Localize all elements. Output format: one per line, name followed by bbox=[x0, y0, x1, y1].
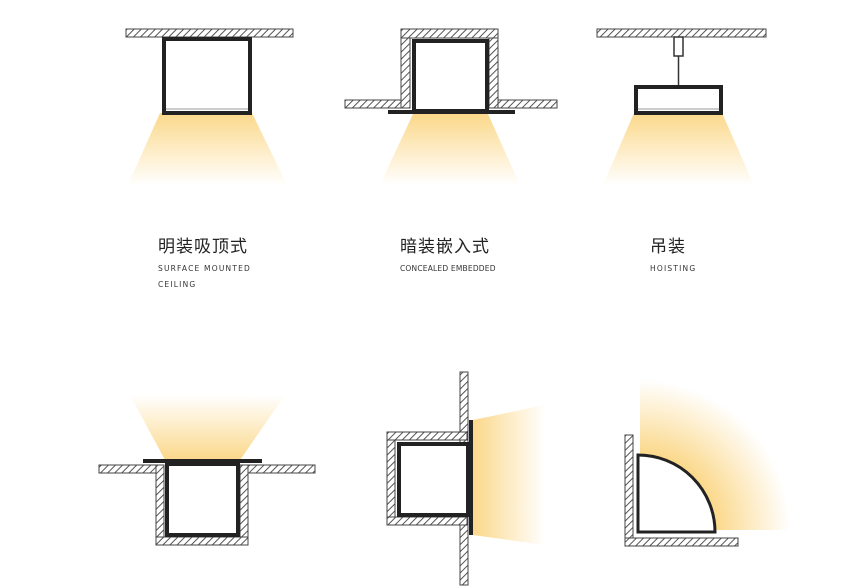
diagram-concealed-embedded bbox=[344, 28, 558, 185]
light-beam bbox=[128, 113, 287, 185]
method-concealed-embedded: 暗装嵌入式 CONCEALED EMBEDDED bbox=[400, 232, 496, 277]
light-beam bbox=[603, 113, 754, 185]
method-title: 明装吸顶式 bbox=[158, 237, 248, 257]
light-fixture bbox=[397, 442, 470, 517]
ceiling bbox=[125, 28, 294, 38]
method-title: 吊装 bbox=[650, 237, 686, 257]
light-beam bbox=[473, 405, 545, 545]
diagram-corner bbox=[624, 380, 790, 547]
method-subtitle: HOISTING bbox=[650, 261, 696, 277]
light-beam bbox=[380, 114, 520, 185]
subtitle-line: SURFACE MOUNTED bbox=[158, 264, 252, 273]
subtitle-line: CEILING bbox=[158, 280, 197, 289]
method-surface-mounted: 明装吸顶式 SURFACE MOUNTED CEILING bbox=[158, 232, 251, 293]
light-fixture bbox=[636, 453, 717, 534]
subtitle-line: HOISTING bbox=[650, 264, 697, 273]
method-title: 暗装嵌入式 bbox=[400, 237, 490, 257]
subtitle-line: CONCEALED EMBEDDED bbox=[400, 264, 496, 273]
diagram-wall-recessed bbox=[386, 371, 545, 586]
light-beam bbox=[130, 395, 285, 460]
method-subtitle: CONCEALED EMBEDDED bbox=[400, 261, 496, 277]
method-subtitle: SURFACE MOUNTED CEILING bbox=[158, 261, 251, 293]
light-fixture bbox=[412, 39, 489, 113]
light-fixture bbox=[162, 37, 252, 115]
diagram-surface-mounted bbox=[125, 28, 294, 185]
method-hoisting: 吊装 HOISTING bbox=[650, 232, 696, 277]
diagram-recessed-uplight bbox=[98, 395, 316, 546]
light-fixture bbox=[165, 462, 240, 537]
diagram-hoisting bbox=[596, 28, 767, 185]
